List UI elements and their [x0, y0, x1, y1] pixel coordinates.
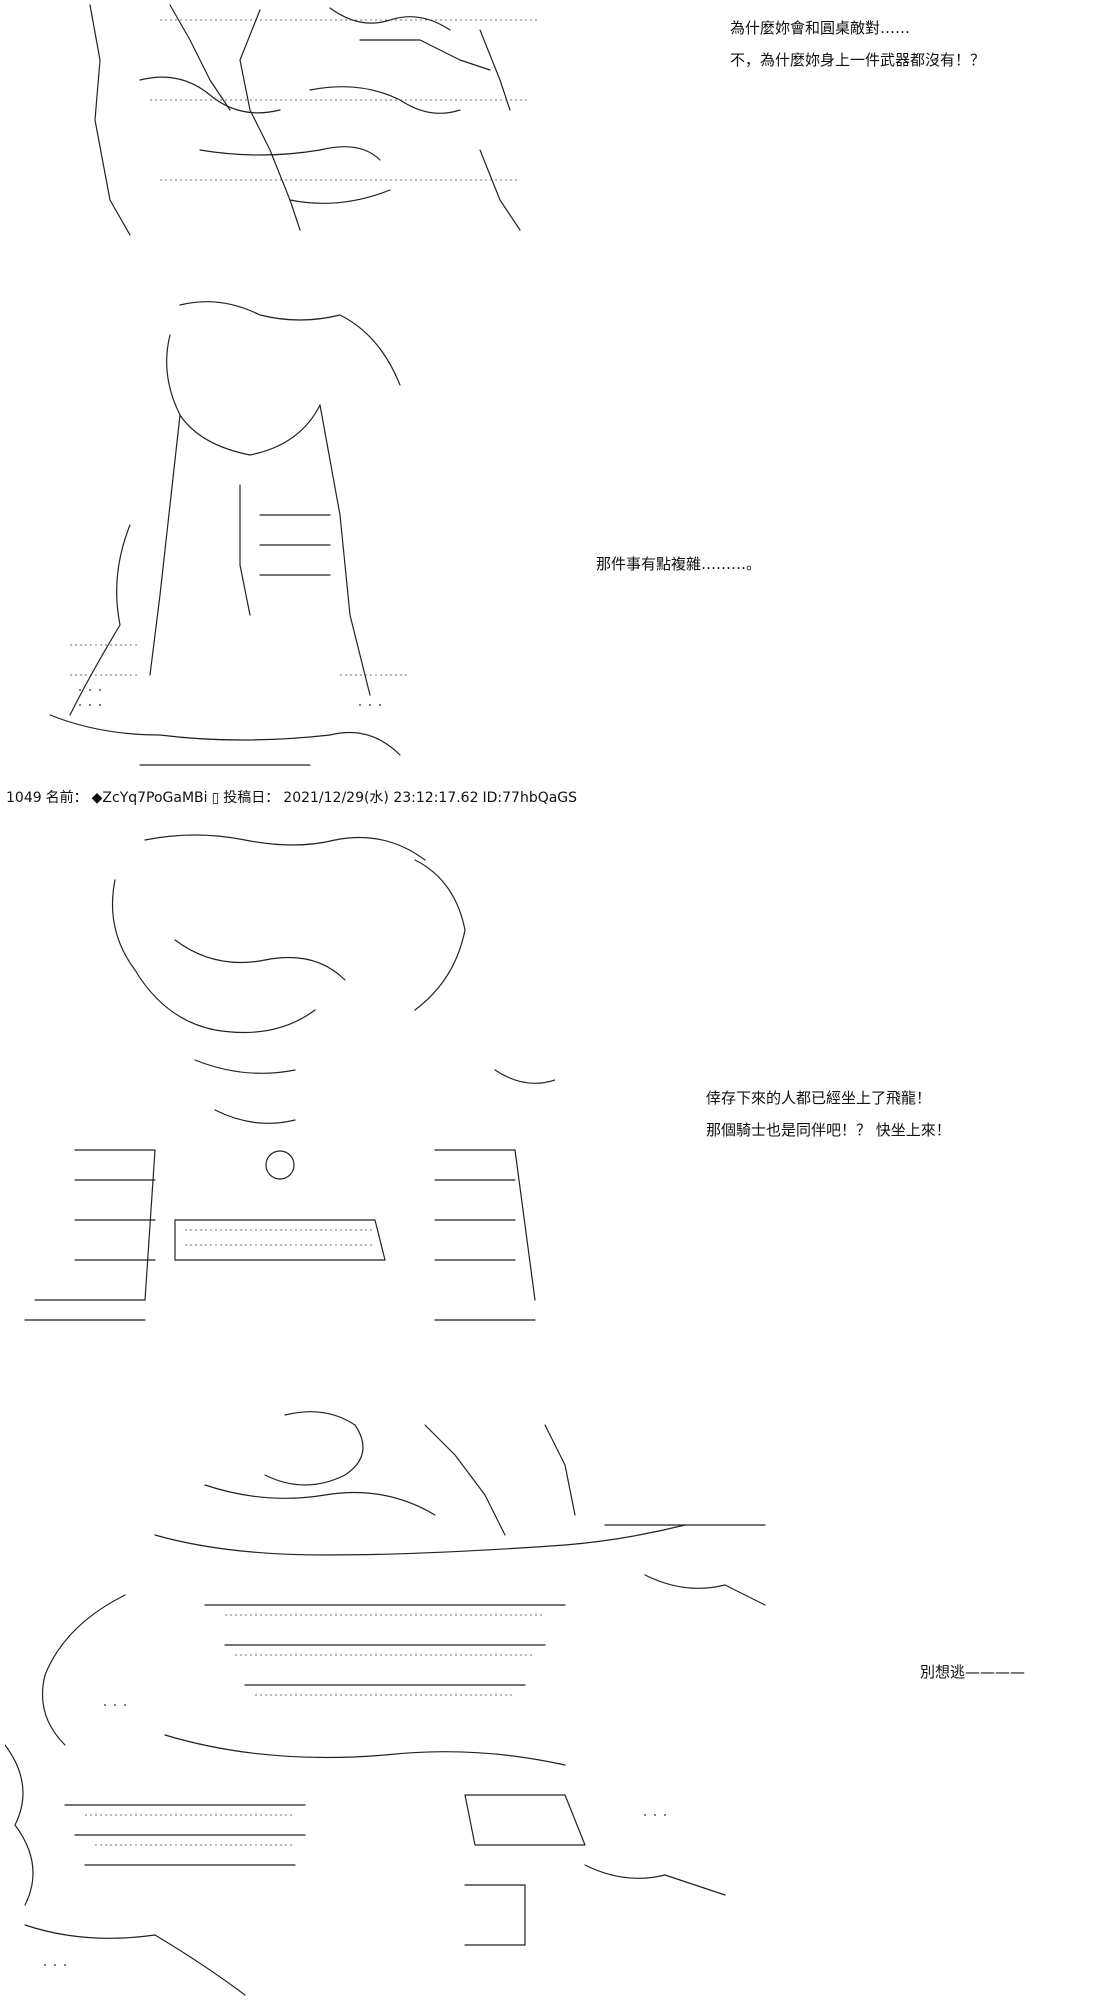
ascii-art-panel-1 — [60, 0, 580, 240]
post-name-label: 名前： — [45, 790, 88, 806]
dialogue-line: 別想逃———— — [920, 1663, 1026, 1681]
ascii-art-figure-4 — [5, 1411, 766, 1996]
post-number: 1049 — [6, 790, 42, 806]
post-date: 2021/12/29(水) 23:12:17.62 — [283, 790, 479, 806]
ascii-art-figure-2 — [49, 301, 410, 766]
dialogue-line: 倖存下來的人都已經坐上了飛龍！ — [706, 1089, 932, 1107]
post-date-label: 投稿日： — [223, 790, 280, 806]
post-trip: ◆ZcYq7PoGaMBi — [91, 790, 208, 806]
post-id: ID:77hbQaGS — [482, 790, 578, 806]
dialogue-panel-3: 倖存下來的人都已經坐上了飛龍！ 那個騎士也是同伴吧！？ 快坐上來！ — [706, 1088, 951, 1140]
dialogue-panel-2: 那件事有點複雜………。 — [596, 554, 761, 574]
ascii-art-figure-1 — [89, 4, 540, 236]
dialogue-line: 不，為什麼妳身上一件武器都沒有！？ — [730, 51, 986, 69]
dialogue-line: 那個騎士也是同伴吧！？ 快坐上來！ — [706, 1121, 951, 1139]
dialogue-panel-4: 別想逃———— — [920, 1662, 1025, 1682]
ascii-art-panel-4 — [5, 1405, 785, 2000]
ascii-art-panel-3 — [15, 820, 555, 1330]
dialogue-panel-1: 為什麼妳會和圓桌敵對…… 不，為什麼妳身上一件武器都沒有！？ — [730, 18, 985, 70]
ascii-art-panel-2 — [10, 295, 430, 775]
dialogue-line: 為什麼妳會和圓桌敵對…… — [730, 19, 911, 37]
post-box-glyph: ▯ — [211, 790, 220, 806]
dialogue-line: 那件事有點複雜………。 — [596, 555, 762, 573]
ascii-art-figure-3 — [24, 834, 555, 1321]
